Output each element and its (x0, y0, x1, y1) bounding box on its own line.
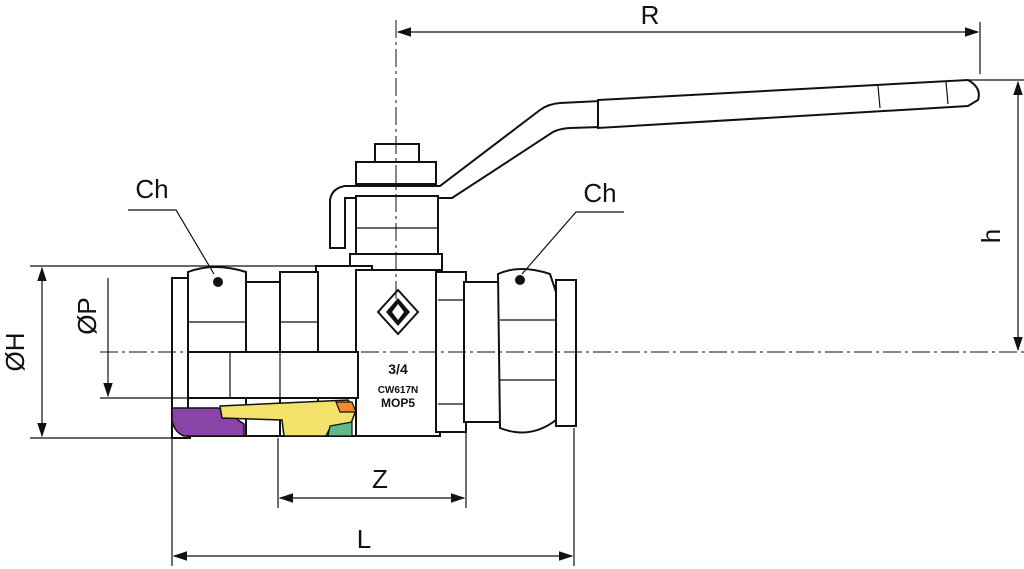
body-logo (376, 288, 420, 336)
section-cutaway (171, 351, 359, 437)
ch-left-leader (128, 209, 215, 275)
lever-handle (329, 78, 980, 249)
marking-material: CW617N (378, 385, 419, 396)
label-l: L (357, 524, 371, 554)
label-r: R (641, 0, 660, 30)
marking-pressure: MOP5 (381, 396, 415, 410)
label-ch-right: Ch (583, 178, 616, 208)
label-h: h (976, 229, 1006, 243)
label-oh: ØH (0, 333, 30, 372)
green-seat (327, 421, 353, 437)
label-ch-left: Ch (135, 174, 168, 204)
label-z: Z (372, 464, 388, 494)
orange-ring (335, 401, 357, 413)
label-op: ØP (72, 297, 102, 335)
right-nut (496, 268, 577, 434)
marking-size: 3/4 (388, 361, 408, 377)
ch-right-leader (521, 211, 624, 275)
